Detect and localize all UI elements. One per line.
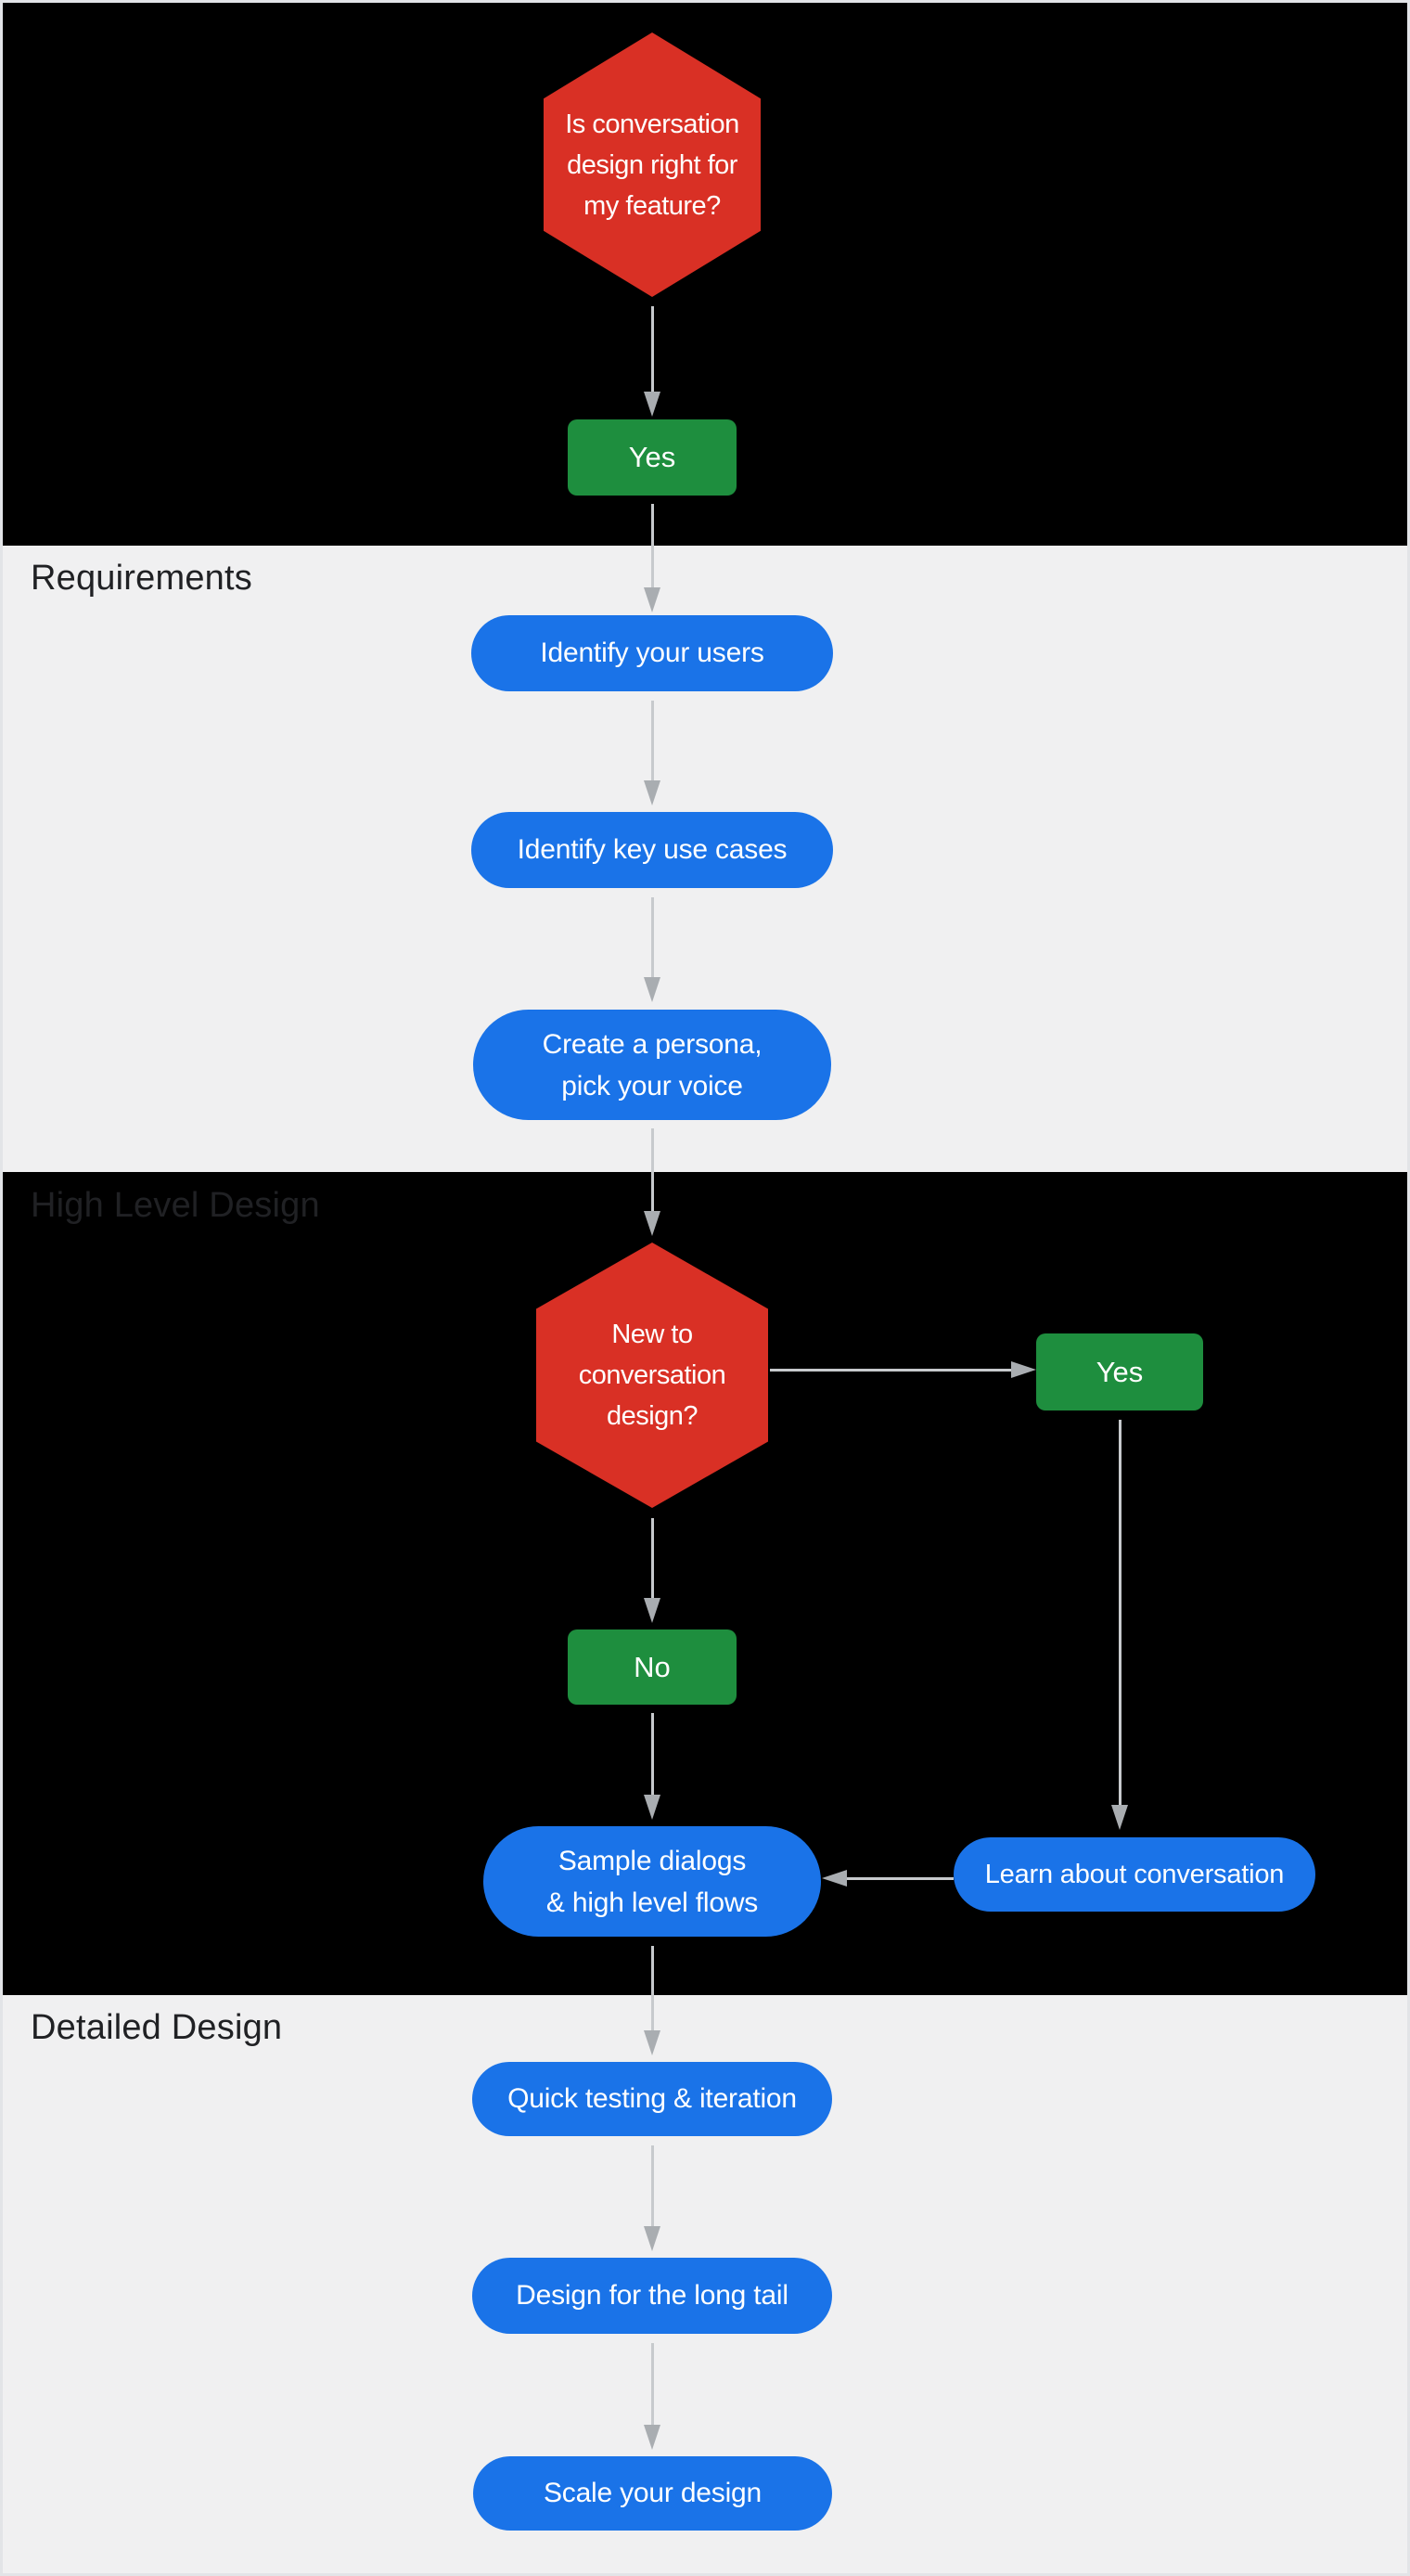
arrow-use-cases-to-persona <box>644 897 660 1002</box>
arrow-head-right-icon <box>1011 1361 1036 1378</box>
process-text-line: Sample dialogs <box>558 1845 747 1876</box>
arrow-shaft <box>770 1368 1011 1372</box>
decision-text-line: my feature? <box>583 190 721 221</box>
arrow-head-down-icon <box>644 1598 660 1623</box>
arrow-head-down-icon <box>644 587 660 612</box>
arrow-decision-to-no <box>644 1518 660 1623</box>
section-label-high-level-design: High Level Design <box>31 1186 320 1225</box>
arrow-shaft <box>650 1518 654 1598</box>
arrow-head-down-icon <box>644 780 660 805</box>
process-node-learn-about-conversation: Learn about conversation <box>954 1837 1315 1912</box>
section-label-detailed-design: Detailed Design <box>31 2008 283 2047</box>
arrow-head-down-icon <box>644 392 660 417</box>
arrow-shaft <box>847 1876 954 1880</box>
process-text-line: & high level flows <box>545 1887 759 1918</box>
process-label: Scale your design <box>543 2478 763 2508</box>
process-node-scale-your-design: Scale your design <box>473 2456 832 2531</box>
arrow-shaft <box>650 2343 654 2425</box>
arrow-head-down-icon <box>644 1795 660 1820</box>
process-label: Identify your users <box>540 638 764 668</box>
arrow-head-down-icon <box>644 977 660 1002</box>
arrow-long-tail-to-scale <box>644 2343 660 2450</box>
arrow-persona-to-new-decision <box>644 1128 660 1236</box>
terminal-label: No <box>634 1650 671 1683</box>
decision-node-is-conversation-design-right: Is conversation design right for my feat… <box>544 32 761 297</box>
process-label: Learn about conversation <box>984 1859 1285 1889</box>
arrow-decision-to-yes-branch <box>770 1361 1036 1378</box>
terminal-label: Yes <box>628 441 676 473</box>
section-label-requirements: Requirements <box>31 559 252 598</box>
arrow-shaft <box>650 701 654 780</box>
decision-text-line: design right for <box>567 149 737 180</box>
process-text-line: pick your voice <box>561 1070 743 1101</box>
process-label: Quick testing & iteration <box>507 2083 797 2114</box>
process-text-line: Create a persona, <box>542 1028 763 1060</box>
arrow-shaft <box>650 1128 654 1211</box>
process-label: Design for the long tail <box>516 2280 788 2311</box>
arrow-shaft <box>650 504 654 587</box>
process-node-create-persona-pick-voice: Create a persona, pick your voice <box>473 1010 831 1120</box>
arrow-head-down-icon <box>1111 1805 1128 1830</box>
decision-text-line: Is conversation <box>565 109 739 139</box>
process-node-identify-your-users: Identify your users <box>471 615 833 691</box>
arrow-head-left-icon <box>822 1870 847 1887</box>
arrow-shaft <box>650 897 654 977</box>
terminal-label: Yes <box>1096 1355 1144 1388</box>
process-node-sample-dialogs-high-level-flows: Sample dialogs & high level flows <box>483 1826 821 1937</box>
arrow-yes-to-identify-users <box>644 504 660 612</box>
process-node-design-for-long-tail: Design for the long tail <box>472 2258 832 2334</box>
terminal-node-yes-branch: Yes <box>1036 1333 1203 1410</box>
terminal-node-yes-start: Yes <box>568 419 737 496</box>
decision-text-line: New to <box>611 1320 693 1349</box>
arrow-shaft <box>650 1946 654 2030</box>
arrow-shaft <box>1118 1420 1122 1805</box>
arrow-head-down-icon <box>644 2425 660 2450</box>
arrow-no-to-sample-dialogs <box>644 1713 660 1820</box>
process-node-identify-key-use-cases: Identify key use cases <box>471 812 833 888</box>
decision-text-line: conversation <box>578 1360 726 1390</box>
arrow-head-down-icon <box>644 2226 660 2251</box>
arrow-head-down-icon <box>644 1211 660 1236</box>
process-label: Identify key use cases <box>517 834 788 865</box>
arrow-decision-to-yes <box>644 306 660 417</box>
arrow-quick-testing-to-long-tail <box>644 2145 660 2251</box>
arrow-learn-to-sample-dialogs <box>822 1870 954 1887</box>
arrow-shaft <box>650 1713 654 1795</box>
decision-text-line: design? <box>606 1401 699 1431</box>
arrow-sample-to-quick-testing <box>644 1946 660 2055</box>
arrow-users-to-use-cases <box>644 701 660 805</box>
arrow-shaft <box>650 2145 654 2226</box>
arrow-head-down-icon <box>644 2030 660 2055</box>
arrow-yes-branch-to-learn <box>1111 1420 1128 1830</box>
terminal-node-no-branch: No <box>568 1629 737 1705</box>
process-node-quick-testing-iteration: Quick testing & iteration <box>472 2062 832 2136</box>
arrow-shaft <box>650 306 654 392</box>
